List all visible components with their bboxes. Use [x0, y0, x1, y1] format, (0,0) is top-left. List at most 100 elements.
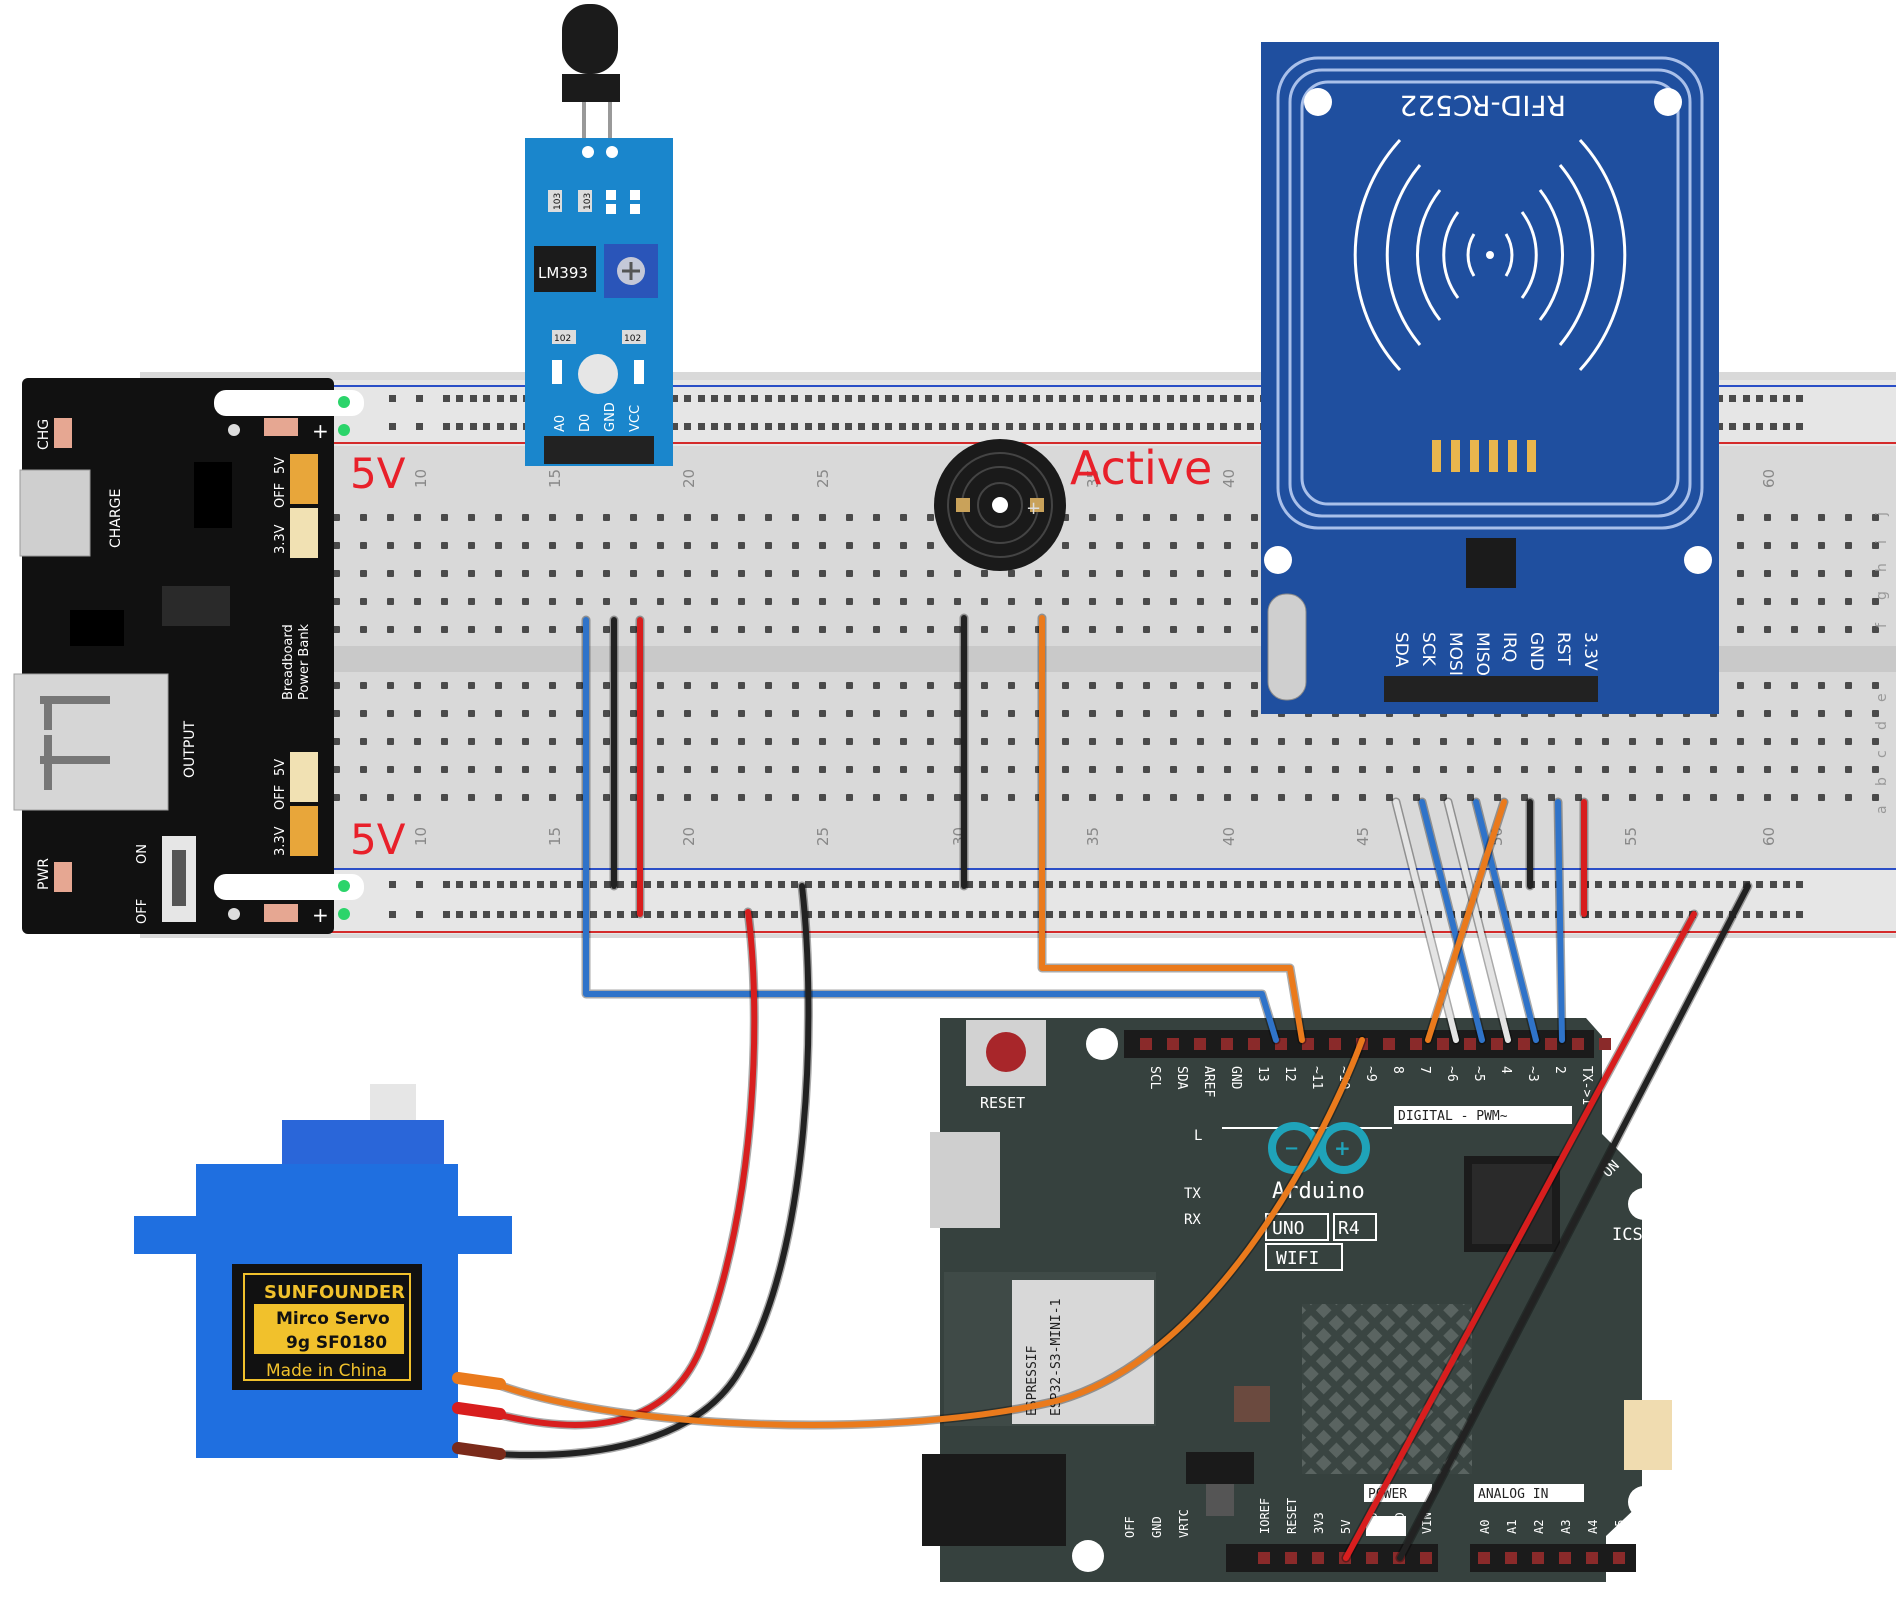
- rail-hole: [537, 911, 544, 918]
- rail-hole: [510, 423, 517, 430]
- column-number: 15: [546, 469, 564, 488]
- arduino-top-pin-label: ~11: [1309, 1066, 1324, 1089]
- rfid-header: [1384, 676, 1598, 702]
- jumper-bottom-5v-label: 5V: [273, 759, 288, 776]
- rail-hole: [389, 395, 396, 402]
- rail-hole: [952, 423, 959, 430]
- usb-a-port: [13, 673, 169, 811]
- rail-hole: [1595, 911, 1602, 918]
- rail-hole: [939, 911, 946, 918]
- rail-hole: [1770, 423, 1777, 430]
- rail-hole: [1234, 395, 1241, 402]
- rail-hole: [604, 911, 611, 918]
- arduino-analog-pin-label: A1: [1505, 1520, 1519, 1534]
- flame-pin-label: D0: [578, 414, 593, 432]
- wire-rfid-mosi: [1445, 799, 1511, 1043]
- rail-hole: [657, 881, 664, 888]
- rail-hole: [899, 395, 906, 402]
- column-number: 10: [412, 469, 430, 488]
- rail-hole: [1033, 395, 1040, 402]
- header-pin: [1140, 1038, 1152, 1050]
- rail-hole: [979, 881, 986, 888]
- rail-hole: [1100, 911, 1107, 918]
- header-pin: [1559, 1552, 1571, 1564]
- rail-hole: [1341, 911, 1348, 918]
- rail-hole: [778, 395, 785, 402]
- rail-hole: [832, 395, 839, 402]
- rail-hole: [1515, 881, 1522, 888]
- rail-hole: [416, 881, 423, 888]
- jumper-top-33-label: 3.3V: [273, 524, 288, 554]
- rail-hole: [1716, 423, 1723, 430]
- rail-hole: [1461, 911, 1468, 918]
- rail-hole: [577, 911, 584, 918]
- rail-hole: [992, 395, 999, 402]
- header-pin: [1478, 1552, 1490, 1564]
- arduino-logo: − +: [1268, 1122, 1370, 1174]
- rail-hole: [1046, 911, 1053, 918]
- rfid-pin-label: MOSI: [1445, 632, 1465, 676]
- flame-pin-label: A0: [553, 415, 568, 432]
- rail-hole: [456, 423, 463, 430]
- rail-hole: [885, 423, 892, 430]
- rail-hole: [1019, 911, 1026, 918]
- rail-hole: [1193, 881, 1200, 888]
- arduino-power-pin-label: RESET: [1285, 1498, 1299, 1534]
- rail-hole: [1408, 911, 1415, 918]
- rail-hole: [1220, 911, 1227, 918]
- rail-hole: [1743, 395, 1750, 402]
- rail-hole: [1796, 911, 1803, 918]
- rail-hole: [1180, 881, 1187, 888]
- rail-hole: [1341, 881, 1348, 888]
- rail-hole: [1716, 881, 1723, 888]
- rail-hole: [416, 395, 423, 402]
- jumper-bottom[interactable]: [290, 806, 318, 856]
- flame-res1: 103: [553, 193, 563, 210]
- rail-hole: [1622, 881, 1629, 888]
- rail-hole: [631, 881, 638, 888]
- rail-hole: [791, 395, 798, 402]
- rail-hole: [671, 911, 678, 918]
- arduino-analog-pin-label: A0: [1478, 1520, 1492, 1534]
- rail-hole: [631, 911, 638, 918]
- rail-hole: [1743, 911, 1750, 918]
- rail-hole: [912, 881, 919, 888]
- rail-hole: [765, 911, 772, 918]
- arduino-analog-pin-label: A3: [1559, 1520, 1573, 1534]
- arduino-top-pin-label: SCL: [1147, 1066, 1162, 1090]
- column-number: 20: [680, 469, 698, 488]
- rfid-pin-label: 3.3V: [1580, 632, 1600, 671]
- rail-hole: [858, 423, 865, 430]
- rail-hole: [1274, 881, 1281, 888]
- rail-hole: [1153, 423, 1160, 430]
- rail-hole: [1247, 881, 1254, 888]
- header-pin: [1545, 1038, 1557, 1050]
- rail-hole: [805, 395, 812, 402]
- rail-hole: [456, 881, 463, 888]
- wire-buzzer-d11: [1039, 615, 1305, 1043]
- svg-text:−: −: [1284, 1138, 1299, 1159]
- wire-rfid-miso: [1473, 799, 1539, 1043]
- rail-hole: [550, 881, 557, 888]
- servo-lead: [452, 1372, 506, 1390]
- header-pin: [1167, 1038, 1179, 1050]
- rail-hole: [952, 881, 959, 888]
- rail-hole: [1180, 423, 1187, 430]
- rail-hole: [1167, 395, 1174, 402]
- rail-hole: [845, 911, 852, 918]
- rail-hole: [1167, 911, 1174, 918]
- flame-res3: 102: [554, 334, 571, 344]
- rail-hole: [590, 911, 597, 918]
- arduino-top-pin-label: GND: [1228, 1066, 1243, 1090]
- header-pin: [1586, 1552, 1598, 1564]
- arduino-top-pin-label: ~9: [1363, 1066, 1378, 1082]
- rail-hole: [1435, 881, 1442, 888]
- lm393-label: LM393: [538, 264, 588, 282]
- rail-hole: [1033, 881, 1040, 888]
- rail-hole: [805, 881, 812, 888]
- jumper-top-5v[interactable]: [290, 454, 318, 504]
- switch-on-label: ON: [135, 844, 150, 864]
